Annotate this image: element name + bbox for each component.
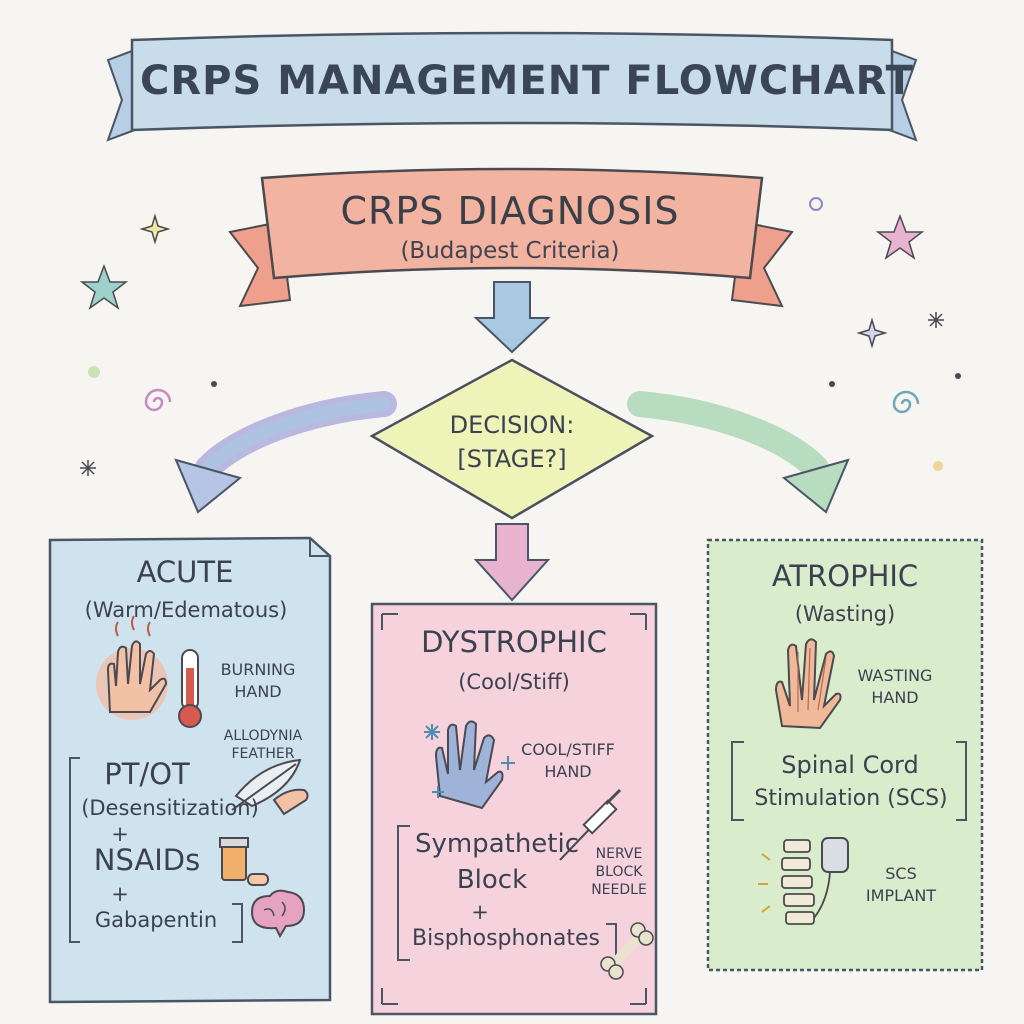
- dystrophic-plus: +: [471, 900, 489, 924]
- acute-treatment-bracket: [69, 757, 243, 943]
- feather-label-1: ALLODYNIA: [223, 728, 303, 744]
- needle-label-3: NEEDLE: [591, 882, 647, 898]
- decision-question: [STAGE?]: [457, 445, 567, 473]
- hand-icon: [96, 615, 168, 720]
- needle-label-2: BLOCK: [595, 864, 643, 880]
- page-title: CRPS MANAGEMENT FLOWCHART: [140, 58, 914, 104]
- atrophic-treatment-bracket: [731, 741, 967, 821]
- acute-icon-label-1: BURNING: [220, 660, 296, 679]
- atrophic-title: ATROPHIC: [771, 559, 919, 593]
- spine-icon: [758, 839, 815, 925]
- implant-label-2: IMPLANT: [865, 886, 937, 905]
- acute-treatment-ptot: PT/OT: [104, 757, 190, 791]
- atrophic-icon-label-1: WASTING: [857, 666, 933, 685]
- dystrophic-icon-label-1: COOL/STIFF: [521, 740, 615, 759]
- acute-plus-2: +: [111, 882, 129, 906]
- diagnosis-ribbon: [228, 167, 794, 308]
- star-icon: [79, 263, 129, 310]
- hand-icon: [434, 720, 504, 810]
- dystrophic-treatment-sympathetic: Sympathetic: [414, 829, 580, 859]
- needle-label-1: NERVE: [595, 846, 643, 862]
- acute-plus-1: +: [111, 822, 129, 846]
- star-icon: [80, 312, 944, 476]
- diagnosis-title: CRPS DIAGNOSIS: [340, 189, 680, 233]
- decorative-dots: [88, 197, 961, 471]
- dystrophic-title: DYSTROPHIC: [421, 625, 607, 659]
- arrow-to-dystrophic: [473, 523, 551, 602]
- atrophic-subtitle: (Wasting): [794, 602, 896, 626]
- acute-treatment-nsaids: NSAIDs: [93, 843, 201, 877]
- feather-label-2: FEATHER: [231, 746, 295, 762]
- acute-icon-label-2: HAND: [234, 682, 282, 701]
- implant-label-1: SCS: [885, 864, 917, 883]
- atrophic-treatment-stimulation: Stimulation (SCS): [754, 786, 948, 811]
- atrophic-treatment-spinal-cord: Spinal Cord: [781, 751, 919, 779]
- decision-label: DECISION:: [449, 411, 575, 439]
- diagnosis-subtitle: (Budapest Criteria): [400, 238, 620, 264]
- acute-treatment-gabapentin: Gabapentin: [94, 908, 218, 932]
- acute-subtitle: (Warm/Edematous): [84, 598, 288, 622]
- snowflake-icon: [424, 724, 515, 798]
- feather-icon: [231, 758, 309, 816]
- brain-icon: [250, 889, 306, 939]
- arrow-diagnosis-to-decision: [473, 281, 551, 354]
- atrophic-box: [706, 538, 984, 972]
- atrophic-icon-label-2: HAND: [871, 688, 919, 707]
- pill-bottle-icon: [219, 837, 269, 886]
- bone-icon: [600, 922, 654, 980]
- thermometer-icon: [178, 649, 202, 728]
- dystrophic-treatment-block: Block: [456, 865, 528, 895]
- star-icon: [875, 213, 925, 260]
- star-icon: [139, 213, 888, 349]
- stimulator-device-icon: [813, 837, 849, 919]
- arrow-to-acute: [174, 391, 397, 514]
- dystrophic-icon-label-2: HAND: [544, 762, 592, 781]
- spiral-icon: [892, 390, 920, 414]
- title-ribbon: [106, 31, 918, 142]
- arrow-to-atrophic: [627, 391, 850, 514]
- dystrophic-treatment-bisphosphonates: Bisphosphonates: [412, 926, 600, 951]
- acute-title: ACUTE: [136, 555, 234, 589]
- syringe-icon: [559, 788, 622, 861]
- decision-diamond: [369, 358, 655, 520]
- spiral-icon: [144, 388, 172, 412]
- hand-icon: [774, 638, 842, 730]
- acute-treatment-desensitization: (Desensitization): [81, 796, 259, 820]
- dystrophic-subtitle: (Cool/Stiff): [458, 670, 570, 694]
